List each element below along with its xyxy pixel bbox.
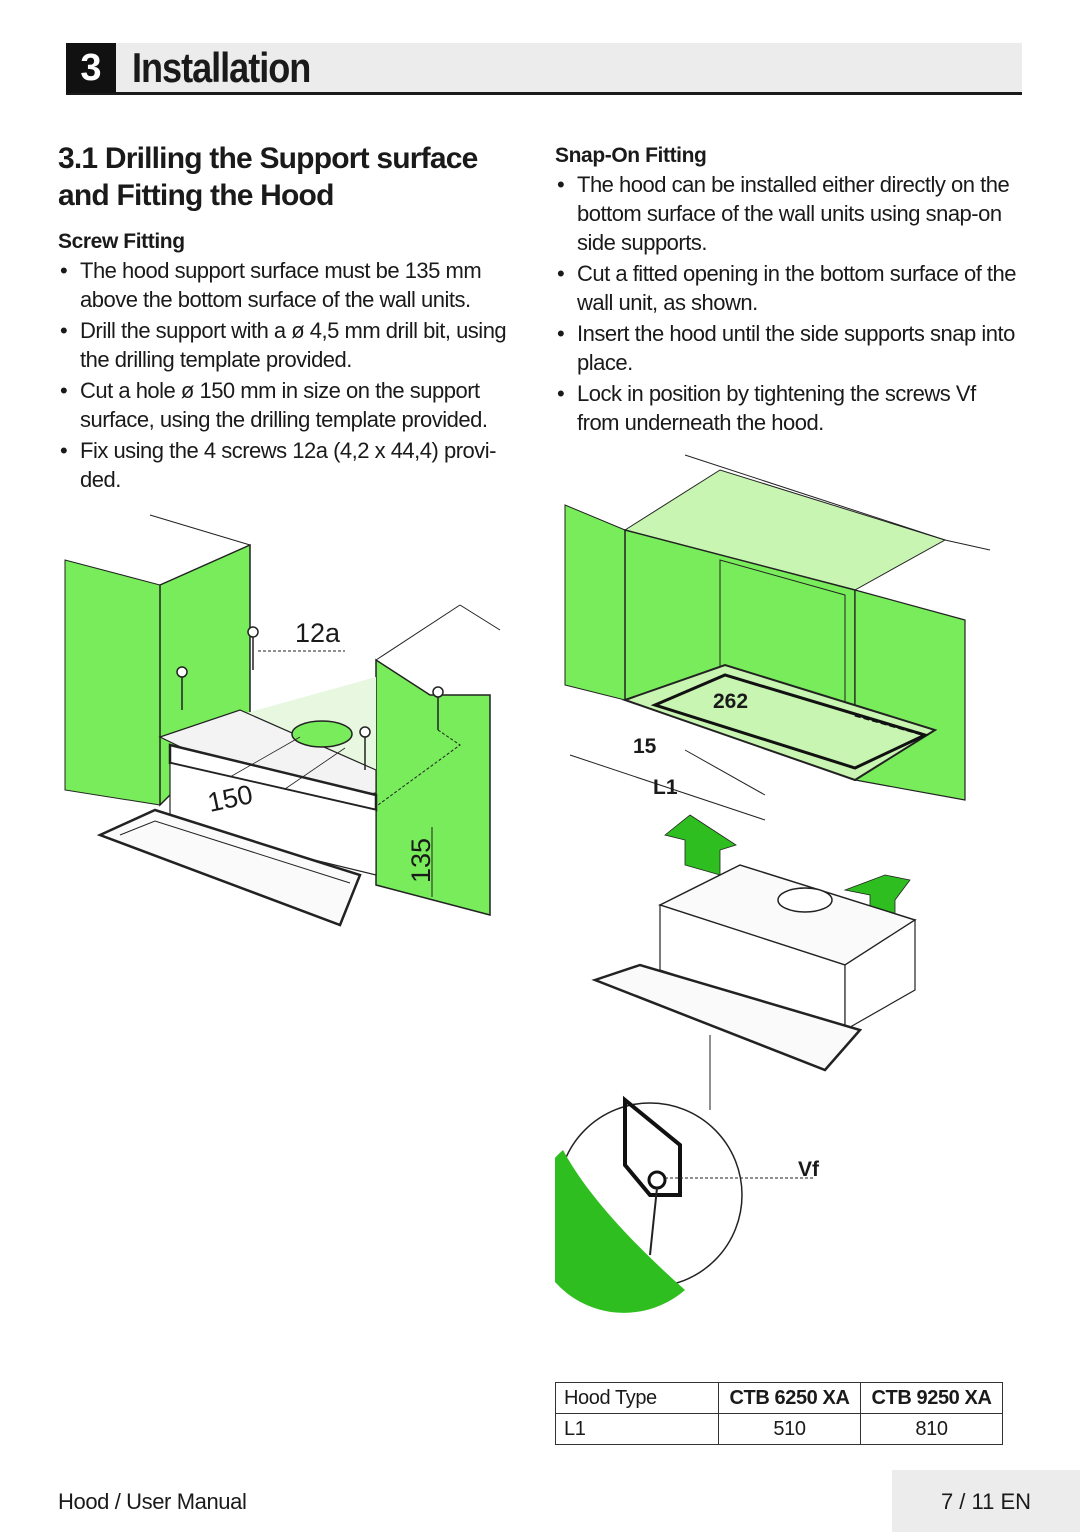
list-item: Fix using the 4 screws 12a (4,2 x 44,4) … bbox=[58, 436, 524, 494]
list-item: Lock in position by tightening the screw… bbox=[555, 379, 1021, 437]
label-135: 135 bbox=[406, 838, 436, 883]
table-cell: 810 bbox=[860, 1413, 1003, 1445]
list-item: The hood support surface must be 135 mm … bbox=[58, 256, 524, 314]
footer-page-number: 7 / 11 EN bbox=[940, 1489, 1032, 1514]
chapter-number: 3 bbox=[66, 43, 116, 93]
list-item: Drill the support with a ø 4,5 mm drill … bbox=[58, 316, 524, 374]
snap-on-fitting-figure: 262 15 L1 Vf bbox=[555, 454, 991, 1313]
snap-on-fitting-list: The hood can be installed either directl… bbox=[555, 170, 1021, 439]
label-12a: 12a bbox=[295, 618, 341, 648]
list-item: Cut a fitted opening in the bottom surfa… bbox=[555, 259, 1021, 317]
up-arrow-left bbox=[664, 814, 737, 876]
chapter-title: Installation bbox=[132, 44, 311, 91]
hood-type-table: Hood Type CTB 6250 XA CTB 9250 XA L1 510… bbox=[555, 1382, 1003, 1445]
wall-unit-left-side bbox=[64, 559, 161, 806]
list-item: Cut a hole ø 150 mm in size on the suppo… bbox=[58, 376, 524, 434]
table-header-cell: Hood Type bbox=[555, 1382, 719, 1414]
section-title: 3.1 Drilling the Support surface and Fit… bbox=[58, 142, 478, 212]
hood-front-panel-right bbox=[591, 963, 863, 1072]
label-15: 15 bbox=[633, 735, 657, 758]
table-header-row: Hood Type CTB 6250 XA CTB 9250 XA bbox=[555, 1382, 1003, 1414]
table-header-cell: CTB 9250 XA bbox=[860, 1382, 1003, 1414]
label-vf: Vf bbox=[798, 1158, 820, 1181]
header-band bbox=[66, 43, 1022, 93]
footer-page-box bbox=[892, 1470, 1080, 1532]
table-cell: L1 bbox=[555, 1413, 719, 1445]
header-rule bbox=[66, 92, 1022, 95]
extraction-hole bbox=[291, 720, 353, 748]
list-item: The hood can be installed either directl… bbox=[555, 170, 1021, 257]
footer-manual-title: Hood / User Manual bbox=[58, 1489, 247, 1514]
screw-fitting-list: The hood support surface must be 135 mm … bbox=[58, 256, 524, 496]
table-cell: 510 bbox=[718, 1413, 861, 1445]
hood-front-panel bbox=[96, 808, 362, 927]
screw-fitting-figure: 12a 150 135 bbox=[64, 514, 501, 927]
list-item: Insert the hood until the side supports … bbox=[555, 319, 1021, 377]
label-l1: L1 bbox=[653, 776, 678, 799]
screw-fitting-title: Screw Fitting bbox=[58, 230, 185, 253]
table-row: L1 510 810 bbox=[555, 1413, 1003, 1445]
label-262: 262 bbox=[713, 690, 748, 713]
snap-on-fitting-title: Snap-On Fitting bbox=[555, 144, 707, 167]
table-header-cell: CTB 6250 XA bbox=[718, 1382, 861, 1414]
